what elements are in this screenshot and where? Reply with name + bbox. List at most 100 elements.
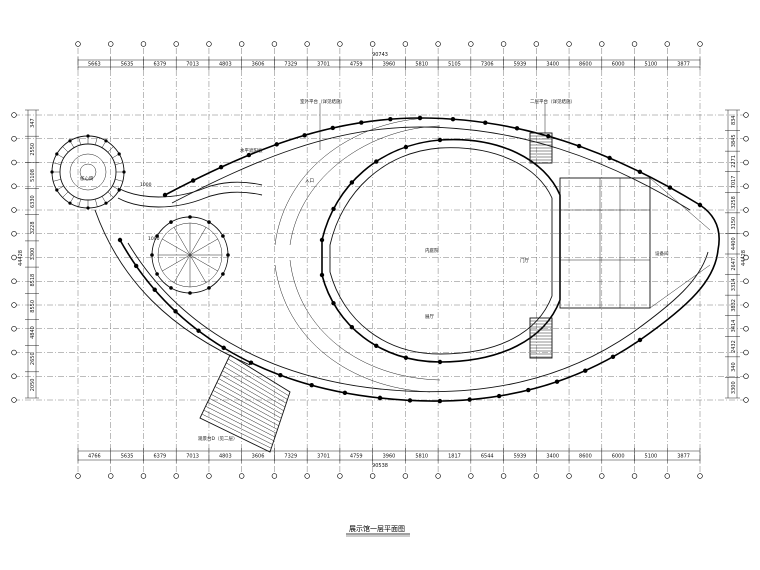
- top-dim-value: 8600: [579, 62, 592, 68]
- top-dim-value: 4803: [219, 62, 232, 68]
- tower-stair-tread: [53, 179, 62, 182]
- column: [133, 263, 139, 269]
- column: [437, 398, 443, 404]
- ramp-step: [209, 398, 277, 434]
- column: [514, 126, 520, 131]
- tower-column: [50, 170, 54, 174]
- column: [302, 133, 307, 138]
- bottom-dim-value: 5100: [645, 454, 658, 460]
- axis-bubble: [743, 112, 749, 118]
- upper-note-1: 室外平台（详见结施）: [300, 98, 345, 105]
- ramp-step: [214, 386, 281, 423]
- tower-stair-tread: [78, 198, 81, 207]
- west-canopy-edge: [94, 209, 251, 366]
- outer-wall-north: [164, 117, 720, 251]
- column: [437, 137, 443, 143]
- axis-bubble: [11, 254, 17, 261]
- axis-bubble: [11, 207, 17, 213]
- axis-bubble: [11, 302, 17, 308]
- pavilion-column: [169, 220, 173, 224]
- column: [218, 164, 224, 170]
- right-dim-value: 3300: [731, 381, 737, 394]
- bottom-dim-value: 5635: [121, 454, 134, 460]
- ramp-step: [220, 374, 284, 411]
- axis-bubble: [743, 373, 749, 379]
- column: [388, 116, 393, 122]
- ramp-step: [211, 394, 278, 430]
- tower-column: [86, 134, 90, 138]
- left-total-dimension: 44428: [18, 250, 24, 266]
- pavilion-column: [169, 286, 173, 290]
- axis-bubble: [304, 473, 310, 479]
- axis-bubble: [11, 136, 17, 142]
- right-dim-value: 7017: [731, 176, 737, 189]
- column: [221, 345, 226, 351]
- tower-column: [86, 206, 90, 210]
- axis-bubble: [108, 41, 114, 47]
- axis-bubble: [697, 41, 703, 47]
- upper-note-2: 二层平台（详见结施）: [530, 98, 575, 105]
- top-dim-value: 3701: [317, 62, 330, 68]
- column: [319, 272, 325, 278]
- pavilion-radial: [189, 227, 207, 256]
- axis-bubble: [743, 207, 749, 213]
- column: [330, 125, 335, 131]
- top-total-dimension: 90743: [372, 52, 388, 58]
- axis-bubble: [743, 183, 749, 189]
- axis-bubbles: [11, 41, 749, 479]
- column: [467, 397, 472, 402]
- column: [637, 169, 643, 175]
- axis-bubble: [11, 278, 17, 284]
- column: [546, 133, 551, 139]
- bottom-dim-value: 7329: [284, 454, 297, 460]
- pavilion-column: [221, 272, 225, 276]
- axis-bubble: [566, 473, 572, 479]
- column: [377, 395, 383, 401]
- axis-bubble: [468, 41, 474, 47]
- tower-stair-tread: [114, 179, 123, 182]
- column: [403, 355, 409, 360]
- column: [190, 178, 196, 183]
- column: [319, 237, 325, 243]
- lower-stair-ramp: [199, 354, 291, 453]
- column: [403, 144, 409, 150]
- pavilion-column: [188, 215, 192, 219]
- pavilion-radial: [162, 238, 191, 256]
- top-dim-value: 6379: [153, 62, 166, 68]
- right-dim-value: 340: [731, 362, 737, 372]
- column: [610, 354, 616, 360]
- east-block: [529, 132, 711, 359]
- bottom-dim-value: 5939: [514, 454, 527, 460]
- axis-bubble: [11, 112, 17, 118]
- left-dim-value: 2550: [30, 143, 36, 156]
- bottom-dim-value: 3606: [252, 454, 265, 460]
- pavilion-column: [207, 220, 211, 224]
- bottom-dim-value: 4803: [219, 454, 232, 460]
- column: [437, 359, 443, 365]
- right-dim-value: 3314: [731, 278, 737, 291]
- axis-bubble: [140, 41, 147, 47]
- column: [117, 237, 123, 243]
- axis-bubble: [435, 473, 441, 479]
- bottom-dim-value: 3701: [317, 454, 330, 460]
- bottom-dim-value: 6000: [612, 454, 625, 460]
- column: [637, 337, 643, 343]
- left-dim-value: 3300: [30, 248, 36, 261]
- building-outline: [119, 117, 720, 402]
- axis-bubble: [108, 473, 114, 479]
- tower-stair-tread: [95, 137, 98, 146]
- left-dimension-chain: 3472550510863303228330085188550484026502…: [18, 109, 39, 399]
- tower-stair-tread: [107, 146, 114, 153]
- top-dim-value: 7306: [481, 62, 494, 68]
- column: [349, 325, 355, 330]
- axis-bubble: [11, 326, 17, 332]
- axis-bubble: [11, 159, 17, 166]
- top-dim-value: 5810: [415, 62, 428, 68]
- axis-bubble: [743, 326, 749, 332]
- right-dim-value: 3832: [731, 299, 737, 312]
- top-dim-value: 5100: [645, 62, 658, 68]
- column: [697, 202, 703, 208]
- right-dimension-chain: 8343845227170173258315044002647331438323…: [725, 109, 747, 399]
- entry-label: 入口: [305, 178, 314, 184]
- left-dim-value: 6330: [30, 195, 36, 208]
